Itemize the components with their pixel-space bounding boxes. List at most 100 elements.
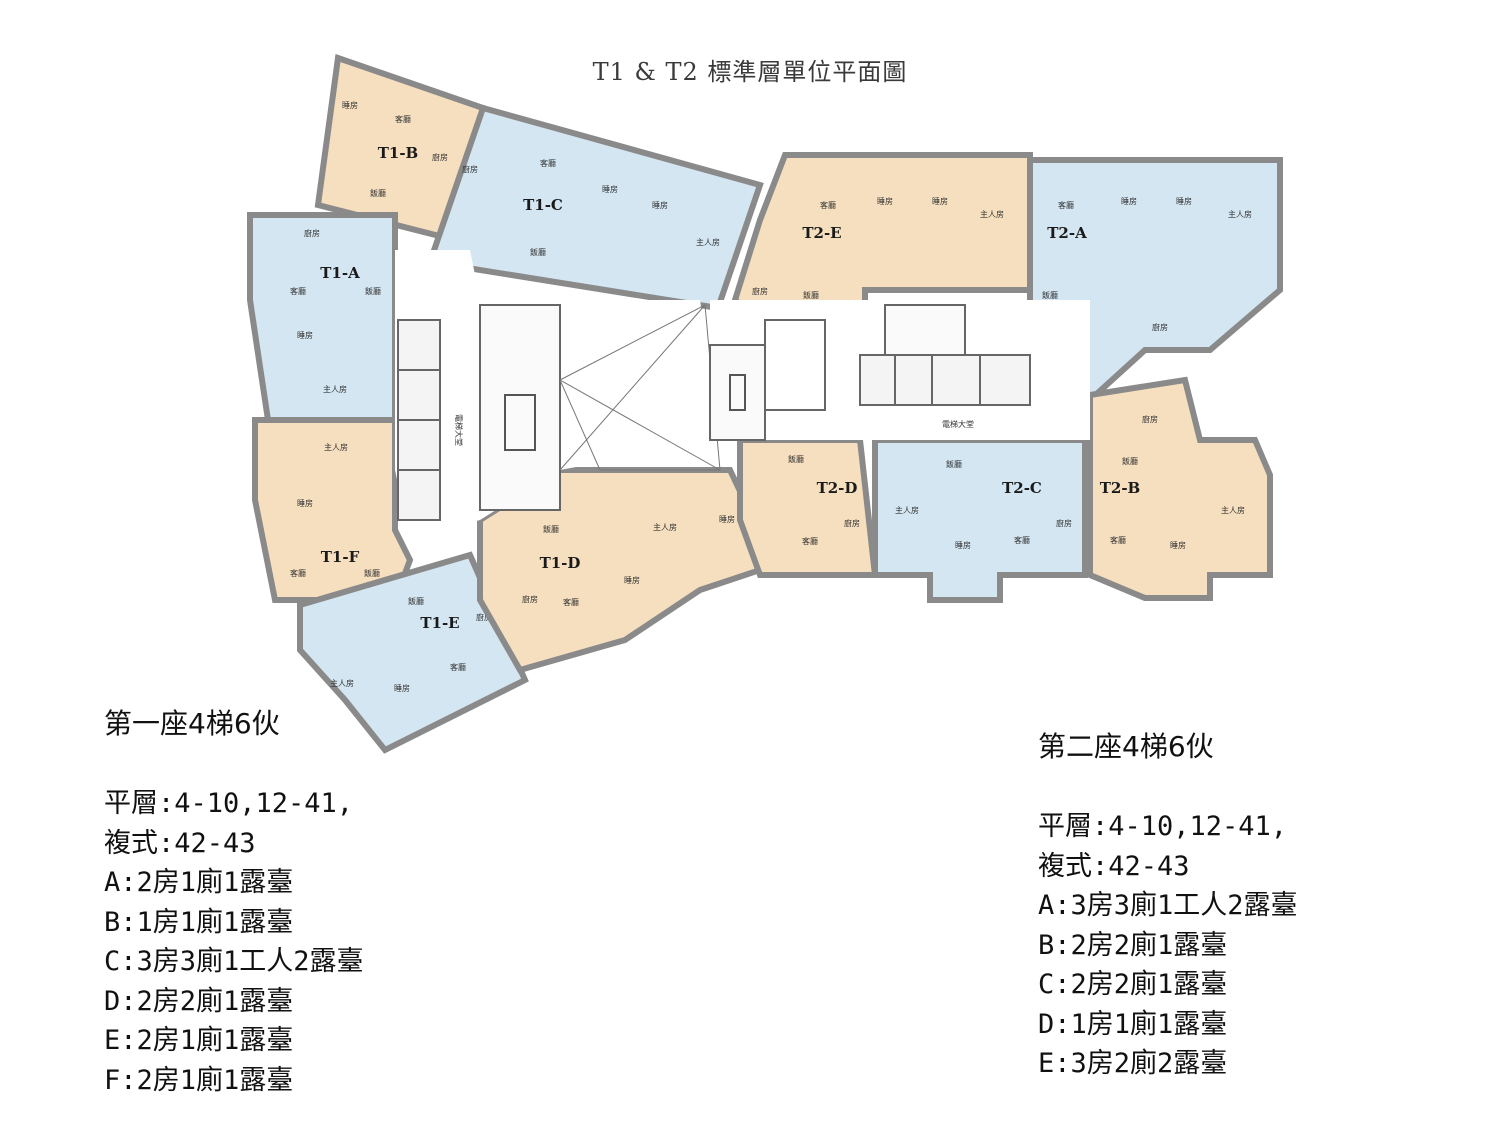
room-label: 客廳 <box>450 662 466 672</box>
unit-t1-f: T1-F主人房睡房客廳飯廳廚房 <box>252 417 414 624</box>
unit-outline <box>1087 376 1273 601</box>
room-label: 睡房 <box>1170 540 1186 550</box>
room-label: 主人房 <box>324 442 348 452</box>
legend-line: D:2房2廁1露臺 <box>104 985 294 1017</box>
room-label: 睡房 <box>877 196 893 206</box>
legend-line: 平層:4-10,12-41, <box>1038 811 1288 842</box>
room-label: 主人房 <box>1228 209 1252 219</box>
legend-tower-2-heading: 第二座4梯6伙 <box>1038 730 1214 763</box>
t1-lift-lobby-label: 電梯大堂 <box>454 414 464 446</box>
unit-label: T2-C <box>1002 479 1042 497</box>
legend-line: B:2房2廁1露臺 <box>1038 929 1228 961</box>
room-label: 主人房 <box>330 678 354 688</box>
room-label: 主人房 <box>895 505 919 515</box>
legend-line: B:1房1廁1露臺 <box>104 906 294 938</box>
t2-stair-left <box>709 344 766 441</box>
room-label: 飯廳 <box>364 568 380 578</box>
unit-outline <box>872 437 1088 603</box>
legend-line: F:2房1廁1露臺 <box>104 1064 294 1096</box>
room-label: 主人房 <box>696 237 720 247</box>
room-label: 飯廳 <box>530 247 546 257</box>
room-label: 睡房 <box>624 575 640 585</box>
t1-void <box>559 304 721 471</box>
room-label: 廚房 <box>1056 518 1072 528</box>
room-label: 主人房 <box>323 384 347 394</box>
room-label: 主人房 <box>1221 505 1245 515</box>
room-label: 睡房 <box>719 514 735 524</box>
room-label: 飯廳 <box>543 524 559 534</box>
room-label: 廚房 <box>844 518 860 528</box>
room-label: 飯廳 <box>1122 456 1138 466</box>
legend-line: E:3房2廁2露臺 <box>1038 1048 1228 1079</box>
unit-label: T1-A <box>320 264 360 282</box>
room-label: 客廳 <box>1110 535 1126 545</box>
room-label: 客廳 <box>290 568 306 578</box>
unit-label: T1-F <box>321 548 360 566</box>
legend-line: C:3房3廁1工人2露臺 <box>104 946 364 977</box>
legend-line: C:2房2廁1露臺 <box>1038 969 1228 1000</box>
room-label: 主人房 <box>980 209 1004 219</box>
room-label: 睡房 <box>394 683 410 693</box>
room-label: 廚房 <box>1152 322 1168 332</box>
room-label: 廚房 <box>752 286 768 296</box>
legend-tower-1-heading: 第一座4梯6伙 <box>104 707 280 740</box>
room-label: 飯廳 <box>803 290 819 300</box>
legend-line: 平層:4-10,12-41, <box>104 788 354 819</box>
room-label: 客廳 <box>290 286 306 296</box>
legend-line: 複式:42-43 <box>1038 850 1190 882</box>
room-label: 客廳 <box>802 536 818 546</box>
t1-stair-core <box>504 394 536 451</box>
room-label: 客廳 <box>540 158 556 168</box>
t1-void-cross <box>559 379 721 471</box>
room-label: 廚房 <box>522 594 538 604</box>
t1-stair <box>479 304 561 511</box>
plan-title: T1 & T2 標準層單位平面圖 <box>592 58 908 86</box>
t2-lift-lobby-label: 電梯大堂 <box>942 419 974 429</box>
legend-line: A:2房1廁1露臺 <box>104 867 294 898</box>
unit-label: T1-B <box>378 144 419 162</box>
room-label: 睡房 <box>955 540 971 550</box>
t2-stair-right <box>884 304 966 361</box>
legend-line: 複式:42-43 <box>104 827 256 859</box>
room-label: 飯廳 <box>408 596 424 606</box>
legend-line: D:1房1廁1露臺 <box>1038 1008 1228 1040</box>
legend-line: E:2房1廁1露臺 <box>104 1025 294 1056</box>
room-label: 客廳 <box>1058 200 1074 210</box>
room-label: 廚房 <box>462 164 478 174</box>
unit-outline <box>297 551 529 754</box>
unit-outline <box>737 437 879 578</box>
room-label: 廚房 <box>1142 414 1158 424</box>
room-label: 睡房 <box>342 100 358 110</box>
room-label: 睡房 <box>932 196 948 206</box>
unit-label: T2-D <box>817 479 858 497</box>
unit-label: T1-E <box>420 614 459 632</box>
room-label: 飯廳 <box>788 454 804 464</box>
room-label: 飯廳 <box>370 188 386 198</box>
room-label: 廚房 <box>304 228 320 238</box>
room-label: 睡房 <box>297 330 313 340</box>
unit-outline <box>426 104 764 312</box>
room-label: 睡房 <box>602 184 618 194</box>
room-label: 睡房 <box>652 200 668 210</box>
room-label: 飯廳 <box>365 286 381 296</box>
unit-label: T2-E <box>802 224 841 242</box>
legend-tower-2: 第二座4梯6伙 平層:4-10,12-41, 複式:42-43 A:3房3廁1工… <box>1038 727 1298 1084</box>
t1-void-cross <box>559 304 706 471</box>
room-label: 睡房 <box>1121 196 1137 206</box>
room-label: 客廳 <box>1014 535 1030 545</box>
room-label: 睡房 <box>297 498 313 508</box>
unit-label: T1-C <box>523 196 563 214</box>
unit-label: T2-A <box>1047 224 1087 242</box>
room-label: 客廳 <box>820 200 836 210</box>
room-label: 客廳 <box>563 597 579 607</box>
room-label: 飯廳 <box>1042 290 1058 300</box>
t2-service-room <box>764 319 826 411</box>
room-label: 廚房 <box>432 152 448 162</box>
core-layer: 電梯大堂 電梯大堂 <box>395 250 1090 540</box>
legend-tower-1: 第一座4梯6伙 平層:4-10,12-41, 複式:42-43 A:2房1廁1露… <box>104 704 364 1100</box>
room-label: 客廳 <box>395 114 411 124</box>
